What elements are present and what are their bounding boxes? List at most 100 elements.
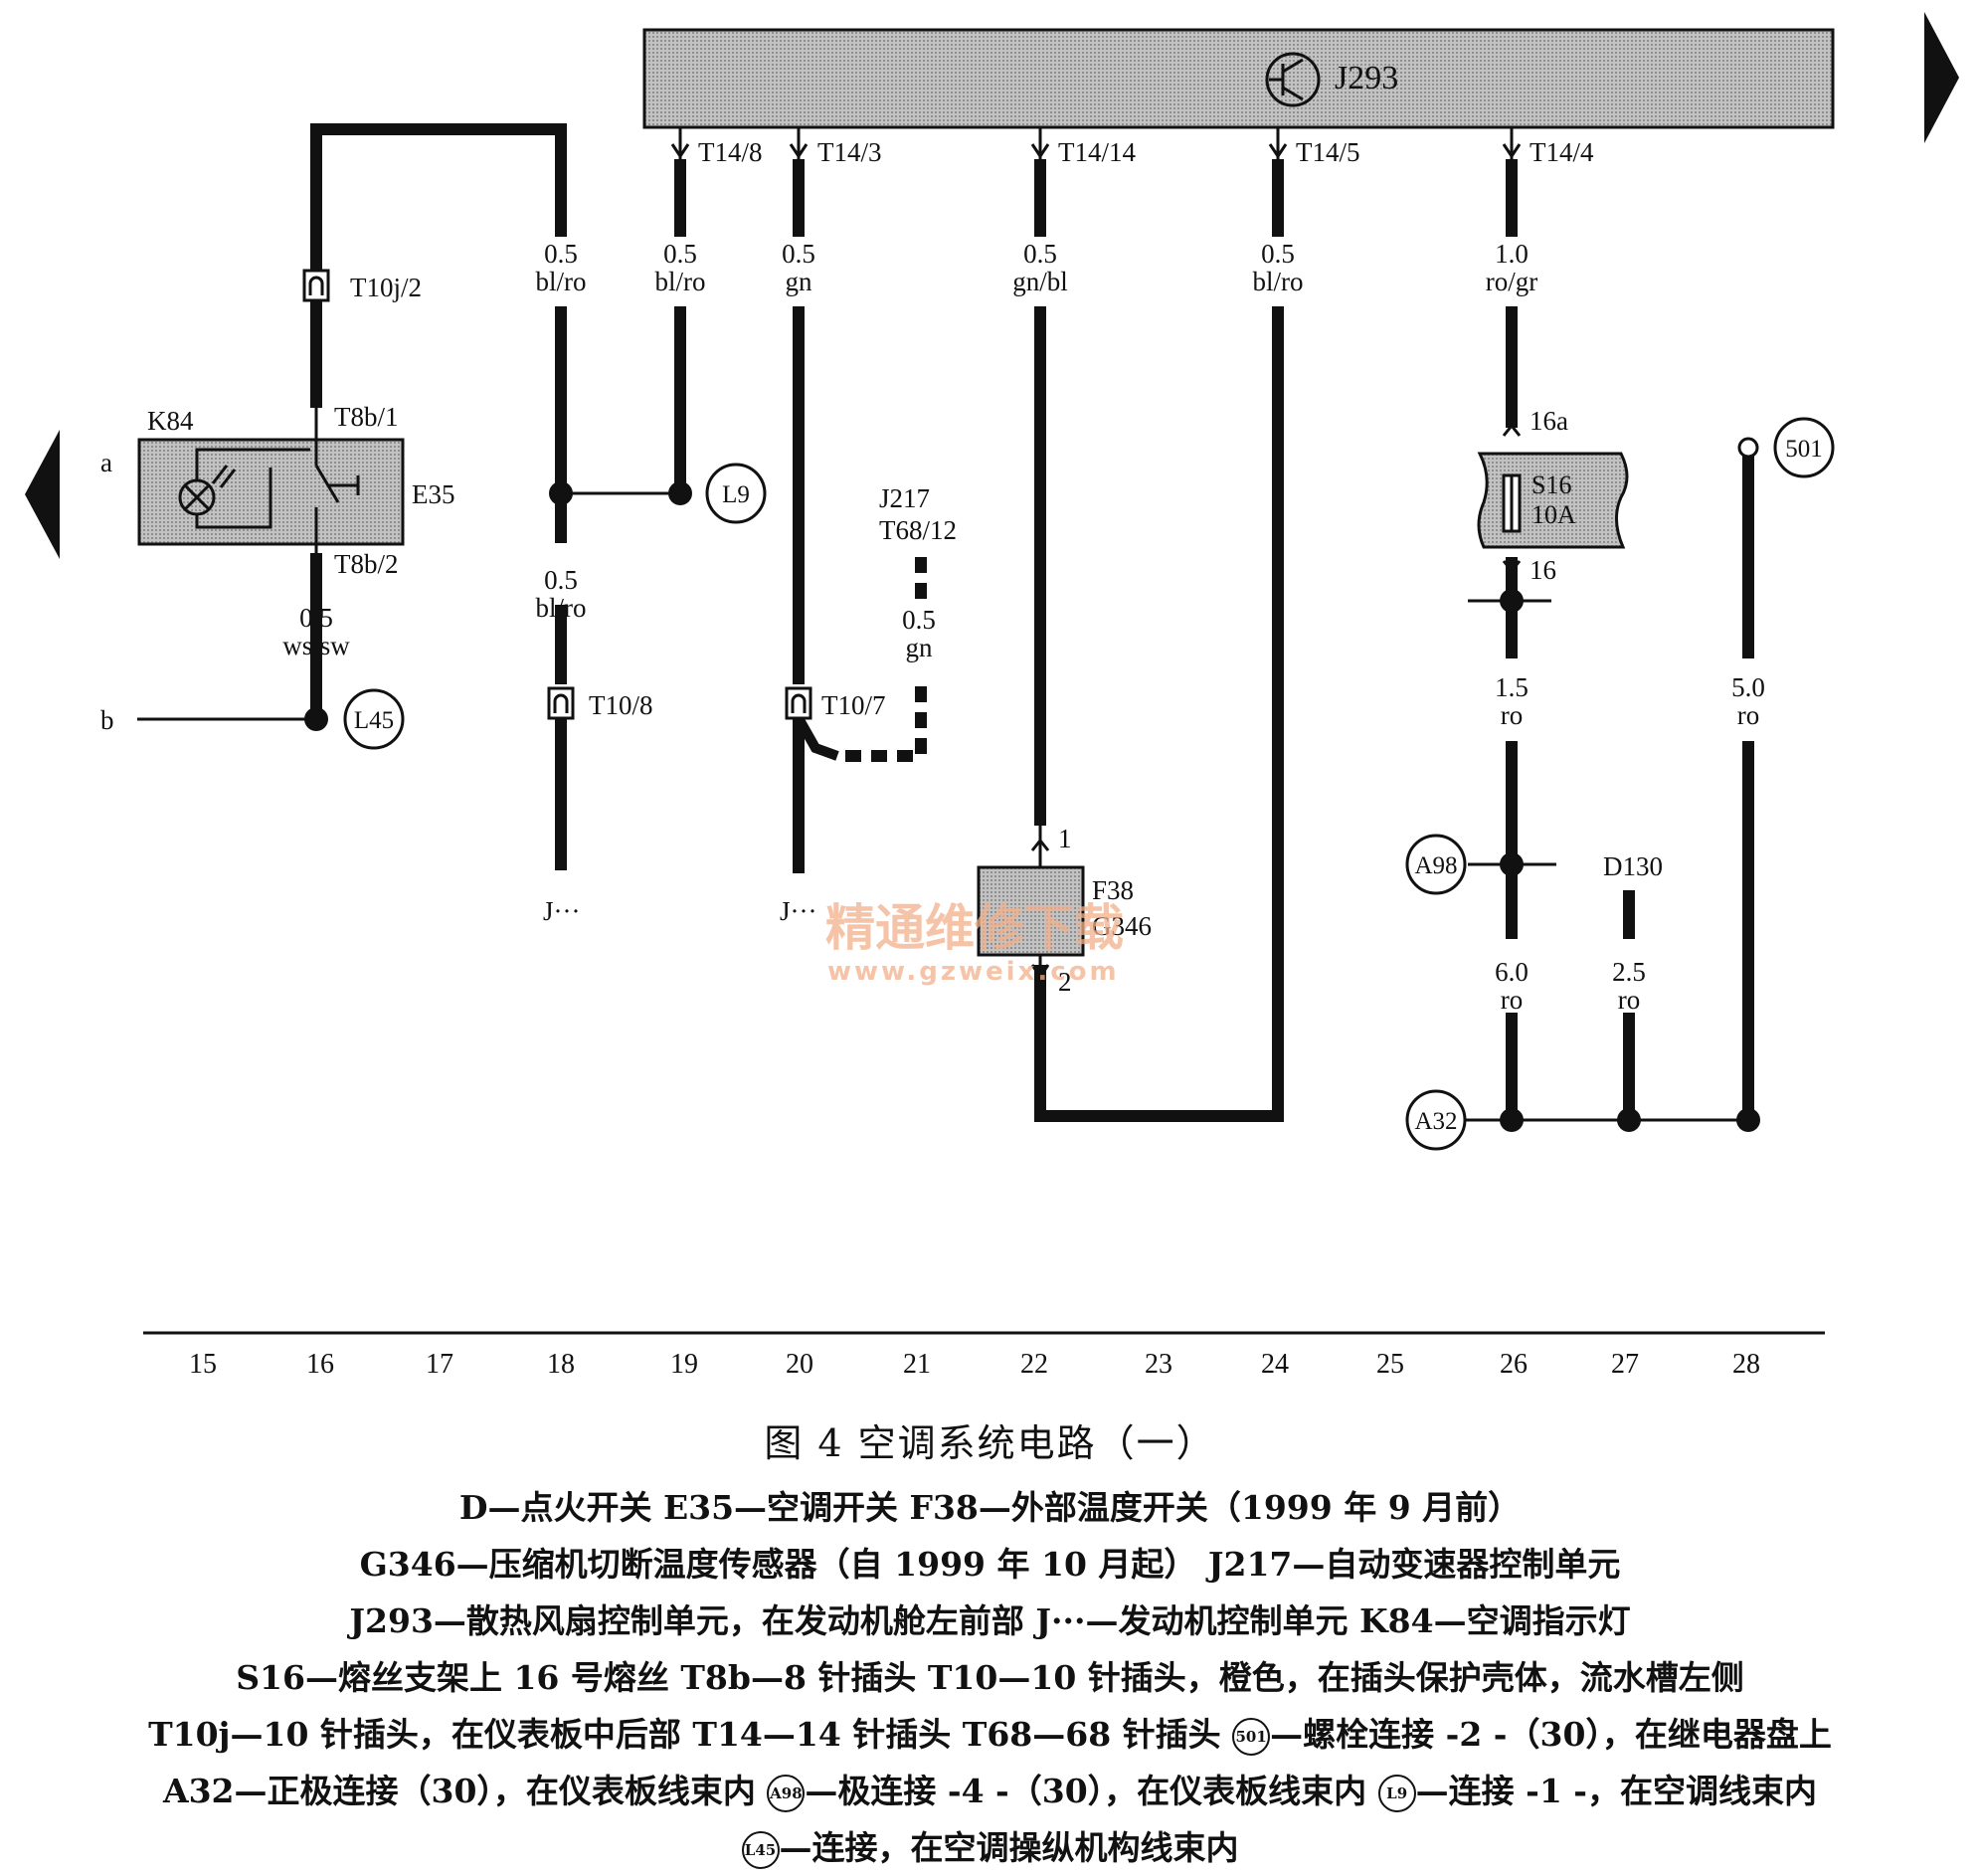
side-label-b: b	[100, 705, 114, 735]
svg-text:16: 16	[306, 1349, 334, 1380]
pin-t10-7: T10/7	[821, 690, 886, 720]
svg-text:1.5: 1.5	[1495, 672, 1529, 702]
svg-text:501: 501	[1785, 436, 1823, 463]
svg-text:ws/sw: ws/sw	[282, 631, 350, 660]
svg-text:28: 28	[1732, 1349, 1760, 1380]
svg-text:0.5: 0.5	[782, 239, 815, 269]
j217-pin-label: T68/12	[879, 515, 957, 545]
circuit-diagram: J293 T14/8 T14/3 T14/14 T14/5 T14/4	[25, 12, 1959, 1380]
svg-text:ro: ro	[1618, 985, 1641, 1015]
prev-page-arrow[interactable]	[25, 430, 60, 559]
j293-label: J293	[1335, 60, 1398, 96]
j293-box	[642, 28, 1835, 129]
pin-t14-14: T14/14	[1058, 137, 1136, 167]
s16-label: S16	[1531, 470, 1571, 499]
svg-text:20: 20	[786, 1349, 813, 1380]
svg-text:19: 19	[670, 1349, 698, 1380]
caption-line-5-text-a: T10j—10 针插头，在仪表板中后部 T14—14 针插头 T68—68 针插…	[148, 1715, 1233, 1754]
side-label-a: a	[100, 448, 112, 477]
lamp-icon	[178, 448, 310, 529]
svg-text:L45: L45	[354, 707, 394, 734]
pin-16: 16	[1530, 555, 1556, 585]
svg-text:bl/ro: bl/ro	[536, 267, 587, 296]
g346-label: G346	[1092, 911, 1152, 941]
caption-line-3: J293—散热风扇控制单元，在发动机舱左前部 J···—发动机控制单元 K84—…	[349, 1601, 1631, 1640]
e35-label: E35	[412, 479, 455, 509]
caption-line-5-text-b: —螺栓连接 -2 -（30），在继电器盘上	[1270, 1715, 1832, 1754]
wires	[310, 123, 1754, 1122]
j-engine-right-label: J···	[780, 896, 816, 926]
caption-line-5: T10j—10 针插头，在仪表板中后部 T14—14 针插头 T68—68 针插…	[0, 1706, 1980, 1763]
k84-label: K84	[147, 406, 194, 436]
caption-line-6: A32—正极连接（30），在仪表板线束内 A98—极连接 -4 -（30），在仪…	[0, 1763, 1980, 1819]
pin-t14-5: T14/5	[1296, 137, 1360, 167]
svg-text:bl/ro: bl/ro	[1253, 267, 1304, 296]
svg-text:0.5: 0.5	[663, 239, 697, 269]
svg-text:0.5: 0.5	[544, 565, 578, 595]
svg-text:26: 26	[1500, 1349, 1528, 1380]
svg-text:27: 27	[1611, 1349, 1639, 1380]
caption-line-6-text-c: —连接 -1 -，在空调线束内	[1415, 1772, 1818, 1810]
svg-text:L9: L9	[722, 481, 750, 508]
figure-caption: 图 4 空调系统电路（一） D—点火开关 E35—空调开关 F38—外部温度开关…	[0, 1412, 1980, 1876]
svg-text:0.5: 0.5	[299, 603, 333, 633]
pin-1: 1	[1058, 824, 1072, 853]
caption-circle-l9: L9	[1377, 1775, 1416, 1812]
svg-text:ro: ro	[1501, 985, 1524, 1015]
svg-text:0.5: 0.5	[544, 239, 578, 269]
svg-text:0.5: 0.5	[1261, 239, 1295, 269]
svg-text:24: 24	[1261, 1349, 1289, 1380]
fuse-pin-arrows	[1480, 423, 1551, 602]
svg-text:bl/ro: bl/ro	[655, 267, 706, 296]
dashed-wire-j217	[835, 557, 927, 762]
svg-text:gn: gn	[786, 267, 813, 296]
switch-icon	[314, 408, 360, 553]
pin-16a: 16a	[1530, 406, 1568, 436]
svg-text:bl/ro: bl/ro	[536, 593, 587, 623]
svg-text:0.5: 0.5	[1023, 239, 1057, 269]
node-a98: A98	[1405, 834, 1467, 895]
svg-text:ro/gr: ro/gr	[1486, 267, 1537, 296]
grid-numbers: 15 16 17 18 19 20 21 22 23 24 25 26 27 2…	[189, 1349, 1760, 1380]
caption-line-1: D—点火开关 E35—空调开关 F38—外部温度开关（1999 年 9 月前）	[458, 1488, 1522, 1527]
watermark-text: 精通维修下载	[825, 899, 1124, 957]
j293-pin-arrows	[670, 127, 1522, 159]
svg-text:17: 17	[426, 1349, 453, 1380]
wire-16-18-loop	[310, 123, 567, 408]
node-501: 501	[1773, 417, 1835, 478]
svg-text:5.0: 5.0	[1731, 672, 1765, 702]
svg-text:18: 18	[547, 1349, 575, 1380]
fuse-icon	[1502, 473, 1522, 533]
svg-text:A32: A32	[1414, 1108, 1457, 1135]
caption-line-4: S16—熔丝支架上 16 号熔丝 T8b—8 针插头 T10—10 针插头，橙色…	[236, 1658, 1744, 1697]
svg-text:15: 15	[189, 1349, 217, 1380]
pin-t8b-1: T8b/1	[334, 402, 399, 432]
svg-text:0.5: 0.5	[902, 605, 936, 635]
caption-line-7-text: —连接，在空调操纵机构线束内	[779, 1828, 1239, 1867]
svg-text:A98: A98	[1414, 852, 1457, 879]
caption-line-6-text-b: —极连接 -4 -（30），在仪表板线束内	[805, 1772, 1378, 1810]
svg-text:6.0: 6.0	[1495, 957, 1529, 987]
pin-2: 2	[1058, 967, 1072, 997]
next-page-arrow[interactable]	[1924, 12, 1959, 143]
caption-circle-a98: A98	[767, 1775, 806, 1812]
sensor-pin-arrows	[1030, 838, 1050, 980]
wire-20-bend	[794, 715, 839, 761]
plug-symbols	[302, 269, 812, 720]
watermark-url: www.gzweix.com	[827, 957, 1120, 987]
figure-title: 图 4 空调系统电路（一）	[764, 1421, 1216, 1465]
node-l45: L45	[343, 688, 405, 750]
svg-text:2.5: 2.5	[1612, 957, 1646, 987]
d130-label: D130	[1603, 851, 1663, 881]
svg-text:ro: ro	[1737, 700, 1760, 730]
svg-text:25: 25	[1376, 1349, 1404, 1380]
svg-text:21: 21	[903, 1349, 931, 1380]
svg-text:gn/bl: gn/bl	[1012, 267, 1068, 296]
node-l9: L9	[705, 463, 767, 524]
svg-text:gn: gn	[906, 633, 934, 662]
caption-line-7: L45—连接，在空调操纵机构线束内	[0, 1819, 1980, 1876]
svg-text:ro: ro	[1501, 700, 1524, 730]
pin-t8b-2: T8b/2	[334, 549, 399, 579]
f38-label: F38	[1092, 875, 1134, 905]
j217-label: J217	[879, 483, 930, 513]
